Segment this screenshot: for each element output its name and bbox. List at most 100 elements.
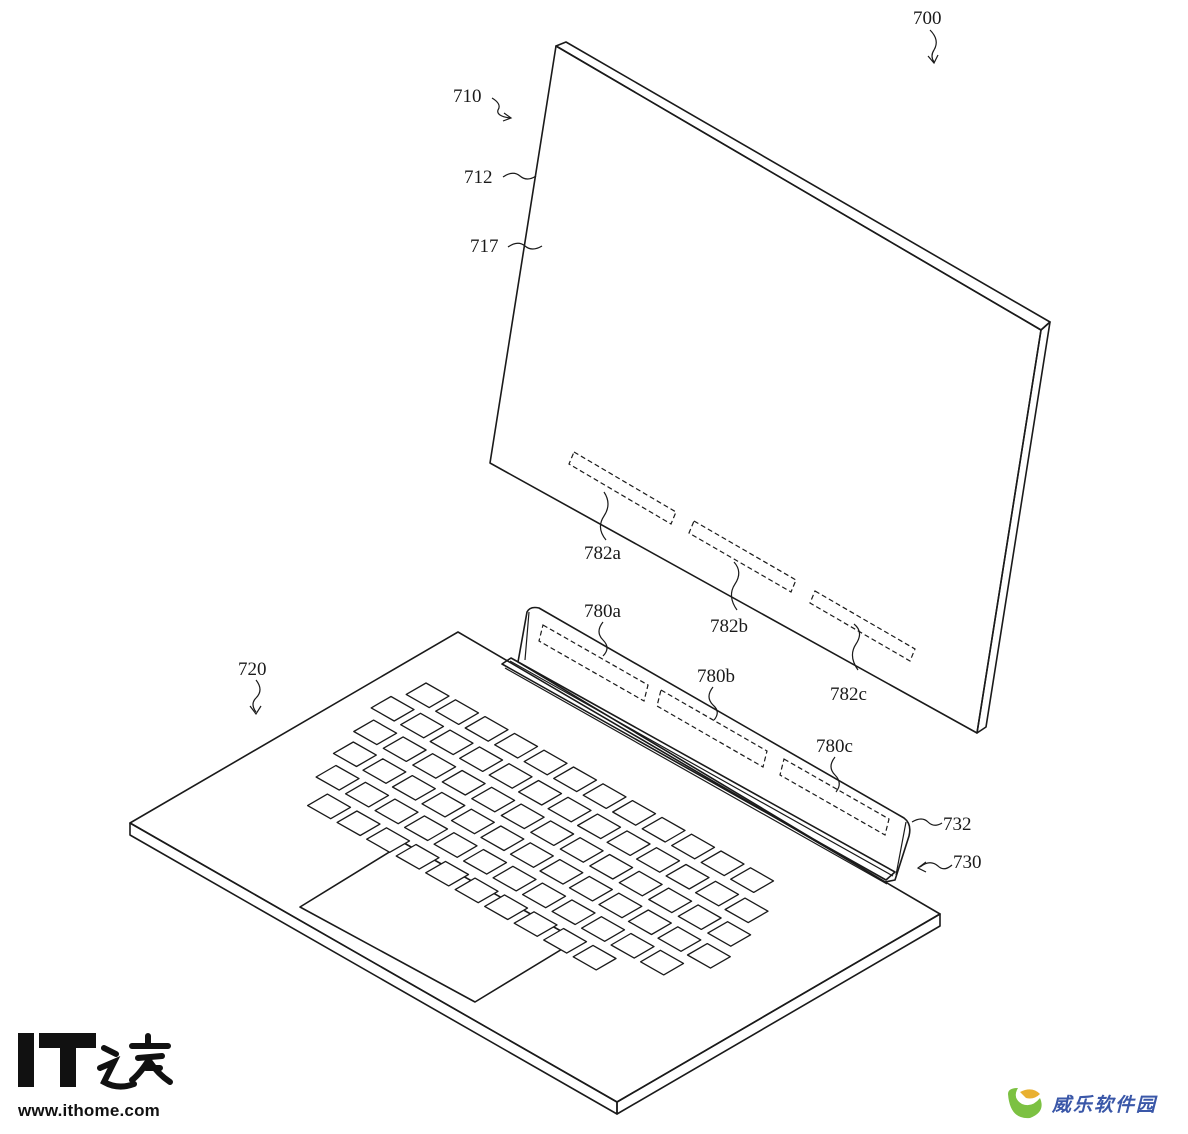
keyboard-key (618, 870, 663, 897)
hinge-rail-line (509, 660, 894, 877)
keyboard-key (484, 894, 529, 921)
keyboard-key (517, 779, 563, 806)
display-unit (489, 41, 1051, 734)
ref-782c: 782c (830, 684, 867, 705)
hinge-rail-line (504, 667, 888, 885)
keyboard-key (677, 904, 722, 931)
keyboard-key (336, 810, 381, 837)
ref-730: 730 (953, 852, 982, 873)
base-unit (129, 631, 941, 1115)
keyboard-key (657, 926, 702, 952)
keyboard-key (450, 808, 495, 835)
keyboard-key (315, 764, 360, 791)
ref-712: 712 (464, 167, 493, 188)
keyboard-key (724, 897, 769, 924)
leader-700 (929, 29, 937, 63)
leader-780c (830, 756, 840, 793)
ref-782a: 782a (584, 543, 622, 564)
leader-782a (599, 491, 609, 541)
base-front-left-edge (129, 822, 618, 1115)
keyboard-key (612, 799, 657, 826)
leader-780b (708, 686, 718, 721)
keyboard-key (382, 736, 427, 763)
base-front-right-edge (616, 913, 941, 1115)
ref-700: 700 (913, 8, 942, 29)
leader-717 (507, 242, 543, 250)
keyboard-key (606, 830, 651, 857)
keyboard-key (576, 813, 622, 840)
ithome-url-watermark: www.ithome.com (18, 1101, 160, 1120)
ref-780b: 780b (697, 666, 735, 687)
keyboard-key (488, 763, 533, 789)
keyboard-key (523, 749, 568, 776)
ref-780c: 780c (816, 736, 853, 757)
leader-710 (491, 97, 511, 119)
keyboard-key (700, 850, 745, 877)
keyboard-key (500, 803, 545, 830)
display-top-edge (555, 41, 1051, 331)
keyboard-key (580, 916, 626, 942)
keyboard-key (395, 843, 440, 870)
keyboard-key (492, 865, 537, 892)
keyboard-key (568, 875, 613, 902)
leader-712 (502, 172, 537, 180)
keyboard-key (425, 860, 470, 887)
keyboard-key (521, 882, 567, 909)
keyboard-key (509, 842, 554, 868)
arrowhead (249, 705, 262, 716)
keyboard-key (454, 877, 499, 904)
keyboard (306, 682, 775, 976)
keyboard-key (494, 732, 539, 759)
arrowhead (927, 54, 939, 65)
keyboard-key (400, 712, 445, 739)
ref-720: 720 (238, 659, 267, 680)
hinge-base-rail (501, 657, 896, 881)
hinge-assembly (501, 606, 911, 885)
hinge-wall-inner (524, 611, 907, 876)
ithome-logo (18, 1033, 173, 1090)
logo-letter-i (18, 1033, 34, 1087)
keyboard-key (441, 769, 486, 796)
keyboard-key (589, 853, 634, 880)
leader-730 (919, 862, 953, 870)
keyboard-key (374, 798, 419, 825)
logo-letter-t-stem (60, 1033, 76, 1087)
keyboard-key (366, 827, 411, 853)
keyboard-key (707, 921, 752, 947)
display-region-782c-box (809, 590, 916, 662)
keyboard-key (421, 791, 466, 818)
keyboard-key (694, 880, 740, 907)
display-side-edge (976, 321, 1051, 734)
arrowhead (502, 112, 513, 122)
keyboard-key (362, 758, 407, 784)
ref-732: 732 (943, 814, 972, 835)
leader-782c (851, 623, 861, 671)
site-text-watermark: 威乐软件园 (1052, 1094, 1158, 1116)
hinge-wall (517, 606, 911, 883)
ref-782b: 782b (710, 616, 748, 637)
logo-glyph-jia (129, 1033, 173, 1085)
logo-glyph-zhi (97, 1045, 137, 1090)
keyboard-key (429, 729, 474, 756)
leader-782b (730, 561, 740, 611)
swirl-icon (1008, 1088, 1042, 1119)
leader-lines (249, 29, 953, 873)
keyboard-key (641, 816, 686, 843)
keyboard-key (412, 753, 457, 779)
keyboard-key (480, 825, 525, 852)
arrowhead (916, 861, 927, 873)
ref-717: 717 (470, 236, 499, 257)
base-region-780a-box (538, 624, 649, 702)
keyboard-key (306, 793, 352, 820)
display-region-782b-box (688, 520, 797, 593)
keyboard-key (370, 695, 415, 722)
keyboard-key (543, 927, 588, 954)
keyboard-key (539, 858, 584, 885)
keyboard-key (598, 892, 643, 919)
keyboard-key (471, 786, 516, 813)
keyboard-key (559, 837, 604, 863)
keyboard-key (610, 932, 655, 959)
leader-732 (911, 818, 943, 826)
reference-labels: 700 710 712 717 720 782a 782b 782c 780a … (238, 8, 982, 873)
